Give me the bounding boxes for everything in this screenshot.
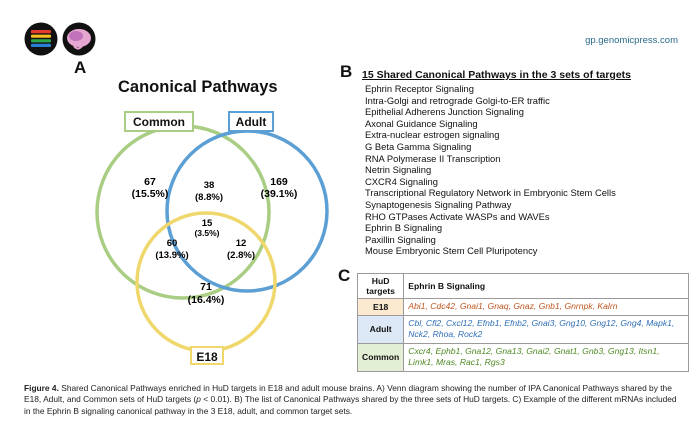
journal-site-url[interactable]: gp.genomicpress.com <box>585 35 678 46</box>
header-hud-targets: HuD targets <box>356 273 405 299</box>
pct-common-only: (15.5%) <box>132 188 169 200</box>
adult-set-label: Adult <box>228 111 274 132</box>
pathway-item: RHO GTPases Activate WASPs and WAVEs <box>365 210 550 222</box>
caption-p-symbol: p <box>196 394 201 405</box>
gene-list-adult: Cbl, Cfl2, Cxcl12, Efnb1, Efnb2, Gnai3, … <box>403 314 689 344</box>
pathway-item: Axonal Guidance Signaling <box>365 117 478 129</box>
pct-all-three: (3.5%) <box>194 228 219 238</box>
row-label-e18: E18 <box>356 298 405 316</box>
pct-e18-only: (16.4%) <box>188 294 225 306</box>
count-adult-e18: 12 <box>236 238 247 249</box>
pathway-item: Netrin Signaling <box>365 164 432 176</box>
pathway-item: Paxillin Signaling <box>365 233 436 245</box>
pathway-item: CXCR4 Signaling <box>365 175 438 187</box>
gene-list-common: Cxcr4, Ephb1, Gna12, Gna13, Gnai2, Gnat1… <box>403 342 689 372</box>
e18-set-label: E18 <box>190 346 224 365</box>
panel-c-letter: C <box>338 266 351 285</box>
panel-a-letter: A <box>74 58 87 77</box>
table-header-row: HuD targets Ephrin B Signaling <box>356 273 689 299</box>
pathway-item: G Beta Gamma Signaling <box>365 140 472 152</box>
panel-b-letter: B <box>340 62 353 81</box>
count-e18-only: 71 <box>200 281 212 293</box>
common-circle <box>95 124 271 300</box>
pathway-item: Transcriptional Regulatory Network in Em… <box>365 187 616 199</box>
pathway-item: RNA Polymerase II Transcription <box>365 152 501 164</box>
pct-common-adult: (8.8%) <box>195 192 223 203</box>
pathway-item: Intra-Golgi and retrograde Golgi-to-ER t… <box>365 94 550 106</box>
venn-title: Canonical Pathways <box>118 78 278 96</box>
figure-caption: Figure 4. Shared Canonical Pathways enri… <box>24 383 682 417</box>
count-common-e18: 60 <box>167 238 178 249</box>
pathway-item: Ephrin Receptor Signaling <box>365 83 474 94</box>
pathway-item: Ephrin B Signaling <box>365 222 443 234</box>
pathway-item: Epithelial Adherens Junction Signaling <box>365 106 524 118</box>
row-label-adult: Adult <box>356 314 405 344</box>
pathway-item: Synaptogenesis Signaling Pathway <box>365 198 512 210</box>
common-set-label: Common <box>124 111 194 132</box>
caption-label: Figure 4. <box>24 383 59 393</box>
pct-adult-e18: (2.8%) <box>227 250 255 261</box>
count-common-adult: 38 <box>204 180 215 191</box>
journal-logo <box>24 22 96 56</box>
caption-text-1: Shared Canonical Pathways enriched in Hu… <box>24 383 672 405</box>
pathway-item: Extra-nuclear estrogen signaling <box>365 129 500 141</box>
caption-text-2: < 0.01). B) The list of Canonical Pathwa… <box>24 394 677 416</box>
header-ephrin-b: Ephrin B Signaling <box>403 273 689 299</box>
count-common-only: 67 <box>144 176 156 188</box>
count-all-three: 15 <box>202 218 213 229</box>
count-adult-only: 169 <box>270 176 288 188</box>
row-label-common: Common <box>356 342 405 372</box>
pathway-item: Mouse Embryonic Stem Cell Pluripotency <box>365 245 538 257</box>
pct-adult-only: (39.1%) <box>261 188 298 200</box>
pct-common-e18: (13.9%) <box>155 250 188 261</box>
gene-list-e18: Abi1, Cdc42, Gnai1, Gnaq, Gnaz, Gnb1, Gn… <box>403 298 689 316</box>
pathway-list-title: 15 Shared Canonical Pathways in the 3 se… <box>362 69 632 81</box>
